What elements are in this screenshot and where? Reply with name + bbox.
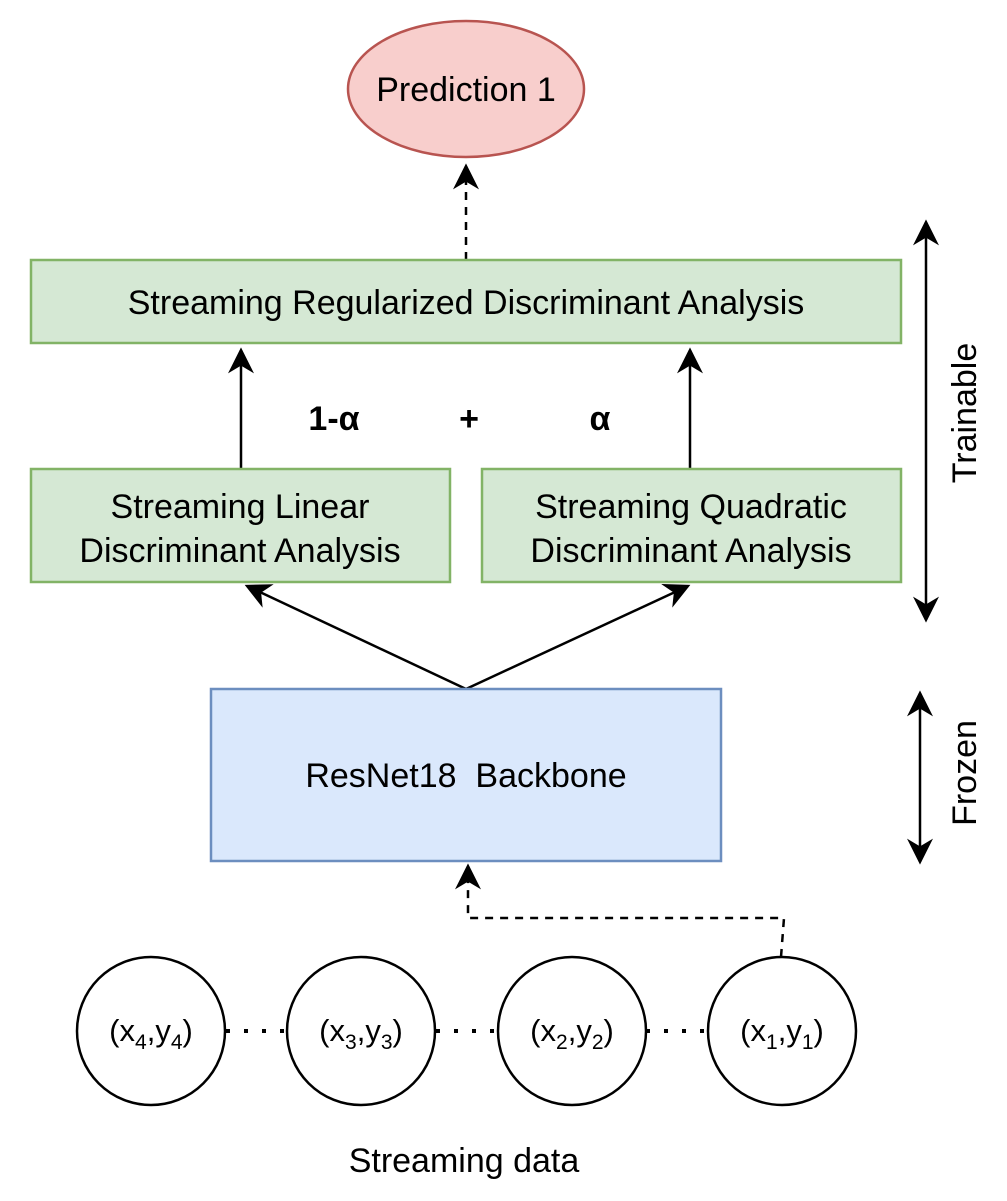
slda-label-line1: Streaming Linear: [111, 488, 370, 526]
prediction-label: Prediction 1: [376, 71, 556, 109]
streaming-data-label: Streaming data: [349, 1142, 580, 1180]
prediction-node: [346, 19, 586, 159]
data-point-circle: [706, 955, 858, 1107]
trainable-label: Trainable: [946, 343, 984, 483]
data-point-label: (x1,y1): [740, 1013, 824, 1054]
weight-left: 1-α: [308, 400, 359, 438]
weight-plus: +: [459, 400, 479, 438]
data-point-circle: [496, 955, 648, 1107]
data-points: (x4,y4) (x3,y3) (x2,y2) (x1,y1): [75, 955, 858, 1107]
data-point-circle: [285, 955, 437, 1107]
data-point-circle: [75, 955, 227, 1107]
backbone-box: [209, 687, 723, 863]
srda-label: Streaming Regularized Discriminant Analy…: [128, 284, 805, 322]
data-point-label: (x2,y2): [530, 1013, 614, 1054]
sqda-label-line2: Discriminant Analysis: [530, 532, 851, 570]
data-point-label: (x4,y4): [109, 1013, 193, 1054]
sqda-box: [480, 467, 903, 584]
sqda-label-line1: Streaming Quadratic: [535, 488, 847, 526]
weight-right: α: [590, 400, 611, 438]
data-point-label: (x3,y3): [319, 1013, 403, 1054]
backbone-label: ResNet18 Backbone: [305, 757, 626, 795]
slda-box: [29, 467, 452, 584]
data-to-backbone-arrow: [455, 863, 786, 958]
slda-label-line2: Discriminant Analysis: [79, 532, 400, 570]
frozen-label: Frozen: [946, 720, 984, 826]
backbone-to-sqda-arrow: [465, 584, 691, 691]
backbone-to-slda-arrow: [244, 584, 467, 691]
srda-box: [29, 258, 903, 345]
